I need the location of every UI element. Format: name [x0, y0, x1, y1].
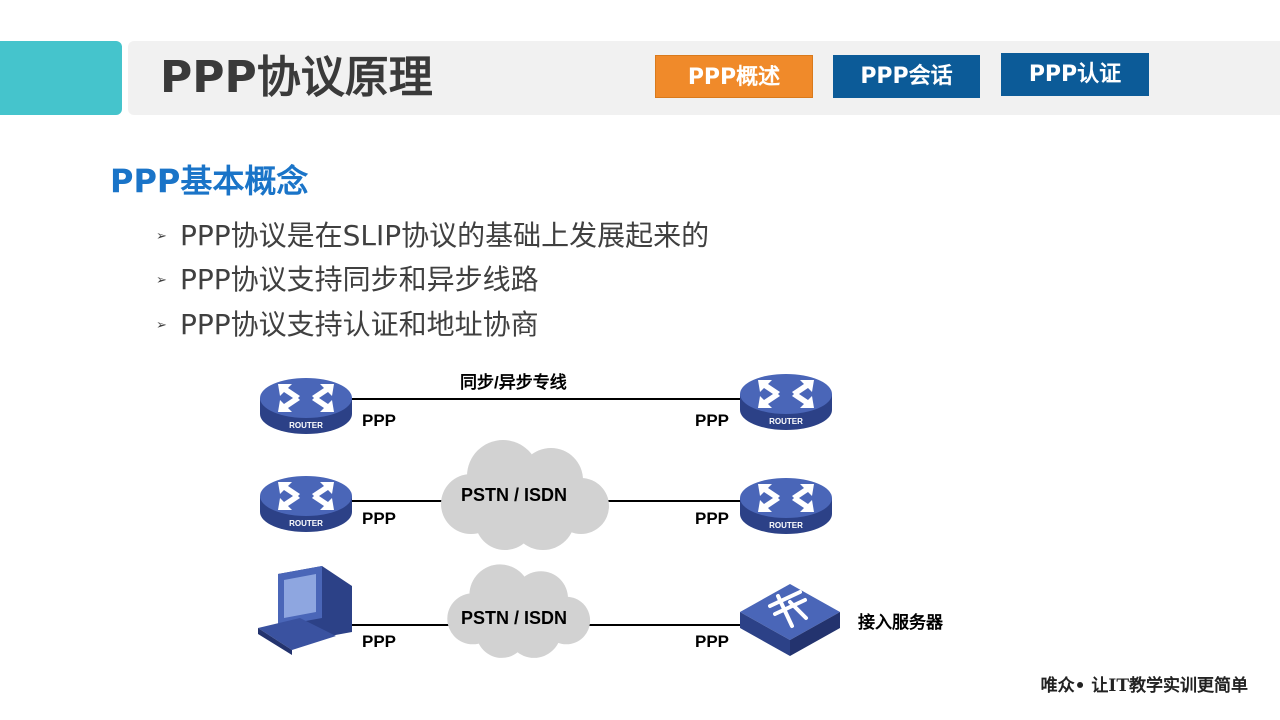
bullet-text: PPP协议支持同步和异步线路: [180, 263, 539, 296]
cloud-label: PSTN / ISDN: [461, 485, 567, 505]
router-label: ROUTER: [769, 521, 803, 530]
router-label: ROUTER: [769, 417, 803, 426]
router-label: ROUTER: [289, 421, 323, 430]
bullet-text: PPP协议是在SLIP协议的基础上发展起来的: [180, 219, 710, 252]
ppp-label: PPP: [695, 411, 729, 430]
tab-ppp-session[interactable]: PPP会话: [833, 55, 980, 98]
router-icon: ROUTER: [260, 476, 352, 532]
bullet-marker-icon: ➢: [156, 318, 167, 333]
accent-block: [0, 41, 122, 115]
router-icon: ROUTER: [740, 374, 832, 430]
bullet-text: PPP协议支持认证和地址协商: [180, 308, 539, 341]
section-heading: PPP基本概念: [110, 162, 309, 200]
ppp-label: PPP: [695, 509, 729, 528]
ppp-label: PPP: [362, 509, 396, 528]
router-label: ROUTER: [289, 519, 323, 528]
cloud-label: PSTN / ISDN: [461, 608, 567, 628]
tab-ppp-overview[interactable]: PPP概述: [655, 55, 813, 98]
bullet-item-3: ➢ PPP协议支持认证和地址协商: [156, 305, 539, 345]
link-label: 同步/异步专线: [460, 372, 567, 392]
computer-icon: [258, 566, 352, 655]
router-icon: ROUTER: [740, 478, 832, 534]
tab-ppp-auth[interactable]: PPP认证: [1001, 53, 1149, 96]
ppp-label: PPP: [362, 632, 396, 651]
access-server-label: 接入服务器: [858, 612, 944, 632]
bullet-item-1: ➢ PPP协议是在SLIP协议的基础上发展起来的: [156, 216, 709, 256]
page-title: PPP协议原理: [160, 52, 433, 103]
bullet-marker-icon: ➢: [156, 273, 167, 288]
access-server-icon: [740, 584, 840, 656]
router-icon: ROUTER: [260, 378, 352, 434]
ppp-label: PPP: [362, 411, 396, 430]
bullet-marker-icon: ➢: [156, 229, 167, 244]
footer-slogan: 唯众• 让IT教学实训更简单: [1040, 676, 1248, 696]
bullet-item-2: ➢ PPP协议支持同步和异步线路: [156, 260, 539, 300]
ppp-label: PPP: [695, 632, 729, 651]
